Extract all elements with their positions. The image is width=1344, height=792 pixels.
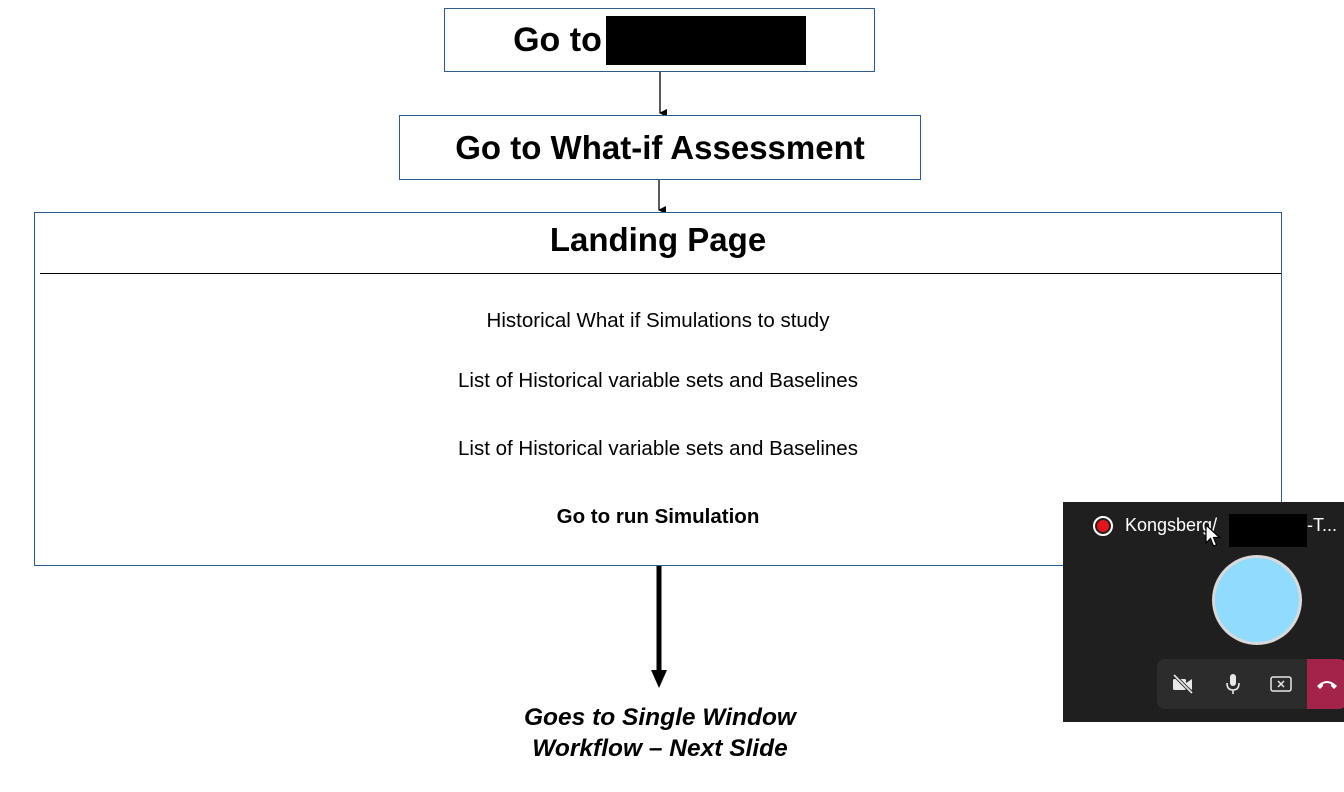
- whatif-label: Go to What-if Assessment: [455, 128, 865, 166]
- call-overlay[interactable]: Kongsberg/ -T...: [1063, 502, 1344, 722]
- arrow-landing-to-next-head: [651, 670, 667, 688]
- hang-up-icon: [1317, 681, 1337, 689]
- hang-up-button[interactable]: [1307, 659, 1344, 709]
- goto-label: Go to: [513, 20, 602, 59]
- microphone-icon: [1226, 674, 1240, 694]
- close-share-icon: [1270, 676, 1292, 692]
- landing-divider: [40, 273, 1281, 274]
- call-title-tail: -T...: [1307, 515, 1337, 535]
- recording-icon: [1093, 516, 1113, 536]
- run-simulation-label: Go to run Simulation: [556, 505, 760, 528]
- landing-page-title: Landing Page: [549, 221, 767, 258]
- video-off-icon: [1172, 674, 1194, 694]
- microphone-button[interactable]: [1209, 659, 1257, 709]
- video-toggle-button[interactable]: [1159, 659, 1207, 709]
- call-controls: [1157, 659, 1344, 709]
- whatif-assessment-box: Go to What-if Assessment: [399, 115, 921, 180]
- goto-box: Go to: [444, 8, 875, 72]
- landing-item: List of Historical variable sets and Bas…: [458, 369, 858, 392]
- landing-item: List of Historical variable sets and Bas…: [458, 437, 858, 460]
- next-slide-note: Goes to Single Window Workflow – Next Sl…: [460, 702, 860, 764]
- landing-item: Historical What if Simulations to study: [486, 309, 830, 332]
- avatar: [1215, 558, 1299, 642]
- landing-page-box: Landing Page Historical What if Simulati…: [34, 212, 1282, 566]
- redacted-block: [1229, 514, 1307, 547]
- stop-share-button[interactable]: [1257, 659, 1305, 709]
- redacted-block: [605, 15, 806, 65]
- next-slide-line1: Goes to Single Window: [523, 704, 796, 731]
- next-slide-line2: Workflow – Next Slide: [532, 735, 788, 762]
- call-title[interactable]: Kongsberg/: [1125, 515, 1218, 535]
- mouse-cursor-icon: [1205, 524, 1221, 547]
